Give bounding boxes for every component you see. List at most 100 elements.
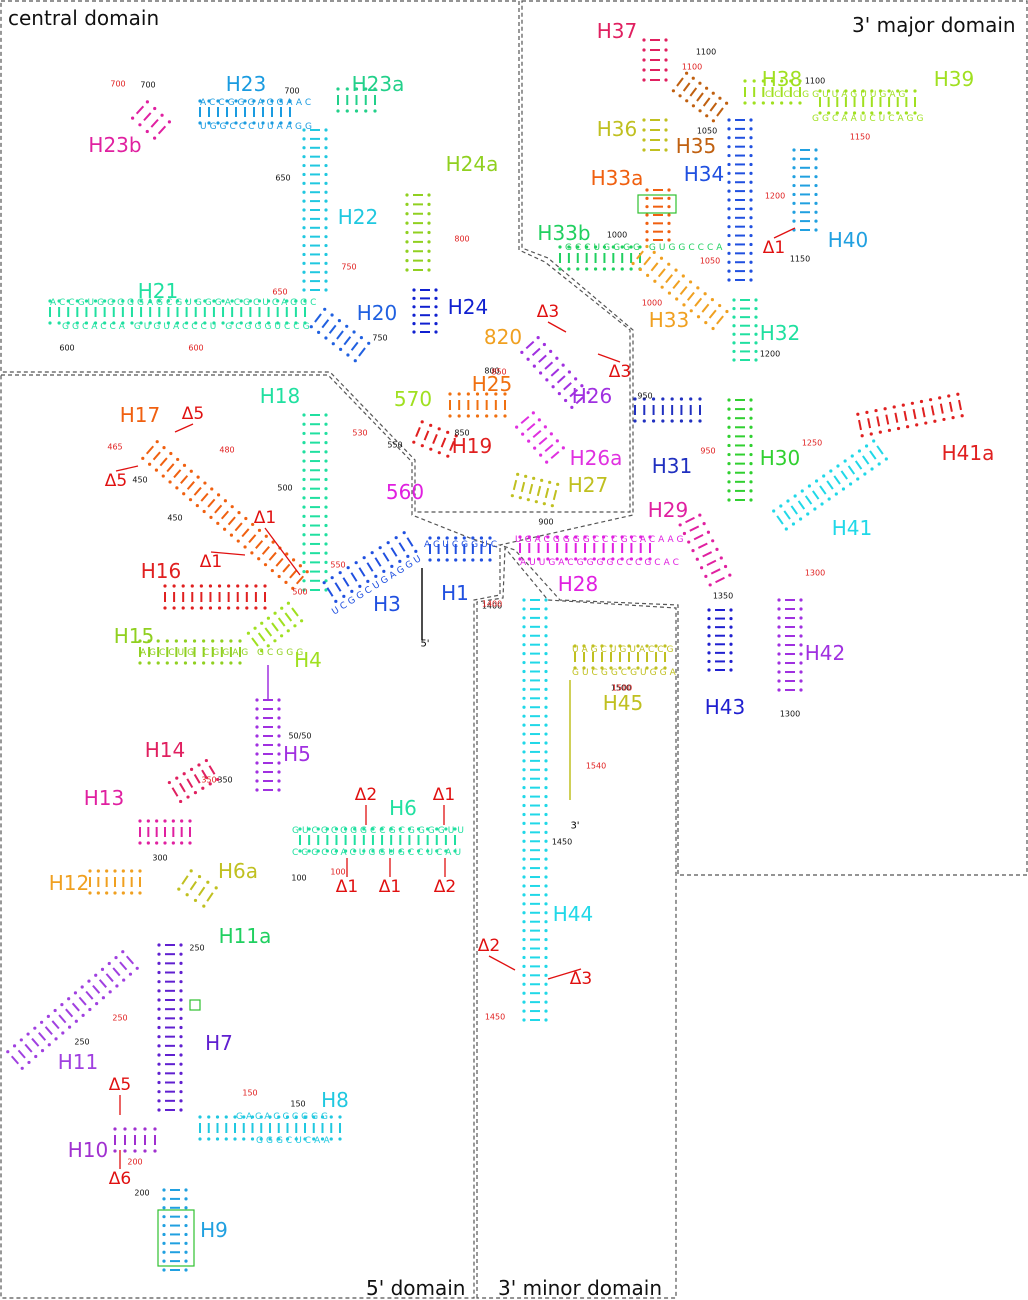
helix-label-570: 570 bbox=[393, 387, 433, 411]
nucleotide bbox=[627, 644, 631, 648]
nucleotide bbox=[412, 440, 416, 444]
nucleotide bbox=[749, 489, 753, 493]
base-pair bbox=[686, 291, 695, 301]
nucleotide bbox=[799, 652, 803, 656]
helix-stem-h20 bbox=[309, 307, 371, 363]
nucleotide bbox=[729, 668, 733, 672]
base-pair bbox=[449, 440, 455, 452]
nucleotide bbox=[829, 469, 833, 473]
base-pair bbox=[358, 567, 366, 577]
nucleotide bbox=[732, 306, 736, 311]
nucleotide bbox=[216, 99, 220, 103]
nucleotide bbox=[266, 644, 270, 648]
nucleotide bbox=[230, 505, 234, 509]
nucleotide bbox=[112, 299, 116, 303]
nucleotide bbox=[870, 467, 874, 471]
nucleotide bbox=[188, 819, 192, 823]
nucleotide bbox=[543, 425, 547, 429]
nucleotide bbox=[302, 137, 306, 141]
nucleotide bbox=[198, 99, 202, 103]
nucleotide bbox=[406, 554, 410, 558]
nucleotide bbox=[592, 535, 596, 539]
nucleotide bbox=[224, 1115, 228, 1119]
nucleotide bbox=[725, 101, 729, 105]
nucleotide bbox=[113, 1149, 117, 1153]
nucleotide bbox=[933, 419, 937, 423]
nucleotide bbox=[302, 252, 306, 257]
base-pair bbox=[135, 105, 145, 115]
nucleotide bbox=[582, 666, 586, 670]
nucleotide bbox=[250, 551, 254, 555]
nucleotide bbox=[285, 1115, 290, 1119]
nucleotide bbox=[199, 584, 203, 588]
nucleotide bbox=[324, 163, 328, 168]
base-pair bbox=[145, 445, 155, 455]
nucleotide bbox=[329, 1137, 333, 1141]
nucleotide bbox=[567, 370, 571, 374]
nucleotide bbox=[485, 392, 489, 396]
position-number: 1250 bbox=[801, 438, 823, 448]
nucleotide bbox=[302, 288, 306, 292]
base-pair bbox=[186, 778, 194, 789]
position-number: 750 bbox=[341, 262, 357, 272]
nucleotide bbox=[288, 121, 292, 125]
nucleotide bbox=[293, 624, 297, 628]
nucleotide bbox=[749, 207, 753, 211]
position-number: 750 bbox=[372, 333, 388, 343]
nucleotide bbox=[749, 425, 753, 429]
nucleotide bbox=[324, 181, 328, 185]
deletion-label: Δ2 bbox=[433, 877, 457, 897]
nucleotide bbox=[270, 99, 274, 103]
nucleotide bbox=[727, 443, 731, 448]
nucleotide bbox=[183, 639, 188, 643]
nucleotide bbox=[250, 1115, 255, 1119]
nucleotide bbox=[705, 86, 709, 90]
nucleotide bbox=[302, 542, 306, 546]
nucleotide bbox=[103, 321, 107, 325]
base-pair bbox=[78, 996, 87, 1006]
nucleotide bbox=[303, 1137, 307, 1141]
nucleotide bbox=[591, 666, 595, 670]
nucleotide bbox=[373, 109, 377, 113]
nucleotide bbox=[706, 530, 711, 534]
nucleotide bbox=[522, 1009, 526, 1013]
nucleotide bbox=[179, 980, 183, 984]
nucleotide bbox=[475, 414, 480, 418]
nucleotide bbox=[642, 78, 646, 82]
nucleotide bbox=[938, 396, 942, 400]
nucleotide bbox=[861, 111, 865, 115]
nucleotide bbox=[814, 183, 818, 188]
helix-stem-h24a bbox=[405, 193, 431, 272]
major-domain-boundary bbox=[497, 0, 1028, 876]
nucleotide bbox=[40, 1049, 45, 1053]
nucleotide bbox=[93, 321, 98, 325]
nucleotide bbox=[872, 439, 876, 443]
nucleotide bbox=[727, 425, 731, 429]
nucleotide bbox=[544, 946, 548, 951]
nucleotide bbox=[526, 357, 530, 361]
nucleotide bbox=[800, 489, 804, 493]
nucleotide bbox=[780, 79, 784, 83]
base-pair bbox=[544, 361, 554, 370]
nucleotide bbox=[217, 584, 222, 588]
nucleotide bbox=[642, 397, 646, 401]
base-pair bbox=[24, 1043, 33, 1053]
nucleotide bbox=[366, 579, 370, 583]
nucleotide bbox=[645, 188, 649, 192]
nucleotide bbox=[146, 841, 150, 845]
nucleotide bbox=[162, 1268, 166, 1272]
nucleotide bbox=[708, 583, 712, 587]
nucleotide bbox=[300, 619, 304, 623]
base-pair bbox=[214, 504, 223, 514]
nucleotide bbox=[654, 666, 658, 670]
nucleotide bbox=[792, 201, 796, 205]
nucleotide bbox=[324, 208, 328, 212]
nucleotide bbox=[582, 644, 586, 648]
helix-stem-h10 bbox=[113, 1127, 157, 1153]
nucleotide bbox=[544, 803, 548, 808]
nucleotide bbox=[792, 148, 796, 152]
base-pair bbox=[550, 450, 560, 460]
nucleotide bbox=[353, 359, 357, 363]
position-number: 150 bbox=[242, 1088, 258, 1098]
